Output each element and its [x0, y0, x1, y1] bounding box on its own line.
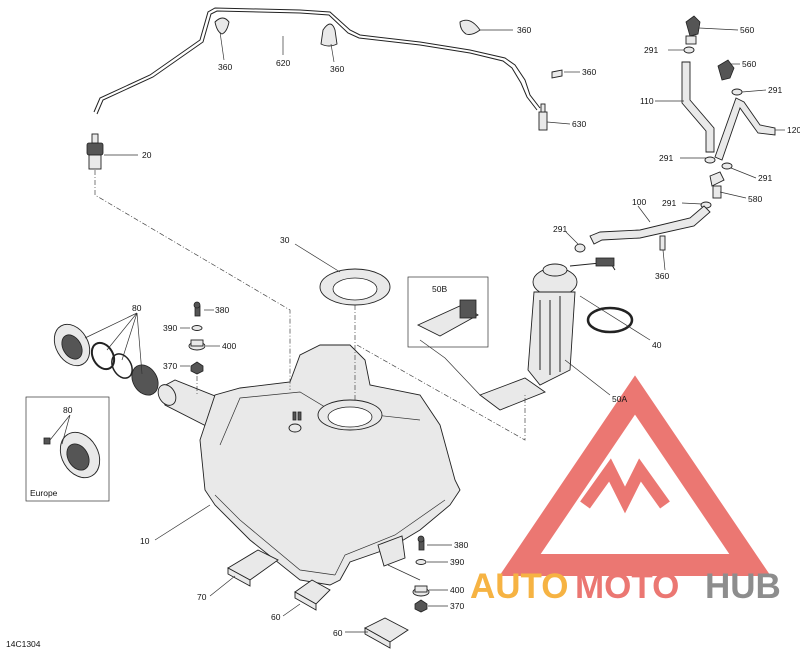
watermark-logo: AUTO MOTO HUB — [470, 375, 781, 606]
callout-400-a: 400 — [222, 341, 236, 351]
fitting-630 — [538, 103, 548, 131]
callout-80: 80 — [132, 303, 142, 313]
o-ring-40 — [586, 306, 634, 334]
fastener-stack-right — [412, 535, 430, 613]
callout-30: 30 — [280, 235, 290, 245]
pad-70 — [227, 549, 279, 587]
callout-560-b: 560 — [742, 59, 756, 69]
callout-400-b: 400 — [450, 585, 464, 595]
callout-100: 100 — [632, 197, 646, 207]
callout-360-e: 360 — [655, 271, 669, 281]
hose-100 — [589, 205, 711, 245]
clamp-360-b — [320, 23, 338, 47]
callout-120: 120 — [787, 125, 800, 135]
callout-291-a: 291 — [644, 45, 658, 55]
fuel-cap-80 — [53, 323, 159, 396]
watermark-text-auto: AUTO — [470, 567, 569, 606]
callout-80-europe: 80 — [63, 405, 73, 415]
lock-ring-30 — [319, 268, 391, 306]
assembly-lines — [94, 170, 526, 441]
tee-580 — [709, 171, 725, 199]
clamp-360-c — [459, 19, 481, 35]
callout-291-c: 291 — [659, 153, 673, 163]
callout-70: 70 — [197, 592, 207, 602]
callout-360-d: 360 — [582, 67, 596, 77]
callout-390-b: 390 — [450, 557, 464, 567]
callout-380-b: 380 — [454, 540, 468, 550]
inset-europe — [25, 396, 110, 502]
callout-60-a: 60 — [271, 612, 281, 622]
callout-20: 20 — [142, 150, 152, 160]
watermark-text-hub: HUB — [705, 567, 781, 606]
vent-tube-620 — [93, 7, 541, 115]
callout-390-a: 390 — [163, 323, 177, 333]
callout-110: 110 — [640, 96, 654, 106]
callout-40: 40 — [652, 340, 662, 350]
callout-360-b: 360 — [330, 64, 344, 74]
callout-370-a: 370 — [163, 361, 177, 371]
callout-630: 630 — [572, 119, 586, 129]
watermark-text-moto: MOTO — [575, 567, 679, 606]
hose-110 — [681, 61, 715, 153]
fastener-stack-left — [188, 301, 206, 375]
callout-291-d: 291 — [758, 173, 772, 183]
callout-560-a: 560 — [740, 25, 754, 35]
fuel-pump-50A — [479, 257, 616, 411]
callout-50B: 50B — [432, 284, 447, 294]
callout-370-b: 370 — [450, 601, 464, 611]
callout-50A: 50A — [612, 394, 627, 404]
leader-lines — [49, 27, 785, 633]
fitting-560-b — [717, 59, 735, 81]
callout-620: 620 — [276, 58, 290, 68]
callout-291-e: 291 — [662, 198, 676, 208]
fuel-tank-10 — [199, 344, 461, 586]
clamp-360-d — [551, 69, 563, 79]
callout-360-a: 360 — [218, 62, 232, 72]
clamp-360-a — [214, 17, 230, 35]
callout-60-b: 60 — [333, 628, 343, 638]
rollover-valve-20 — [86, 133, 104, 170]
pad-60-a — [294, 579, 331, 611]
callout-580: 580 — [748, 194, 762, 204]
pad-60-b — [364, 617, 409, 649]
fitting-560-a — [685, 15, 701, 45]
inset-label-europe: Europe — [30, 488, 58, 498]
callout-10: 10 — [140, 536, 150, 546]
callout-380-a: 380 — [215, 305, 229, 315]
figure-code: 14C1304 — [6, 639, 41, 649]
inset-50B — [407, 276, 489, 348]
callout-291-b: 291 — [768, 85, 782, 95]
clamp-291-group — [574, 46, 743, 253]
clamp-360-e — [659, 235, 666, 251]
hose-120 — [714, 97, 776, 161]
callout-labels: 20 620 360 360 360 360 630 560 560 291 2… — [6, 25, 800, 649]
callout-360-c: 360 — [517, 25, 531, 35]
callout-291-f: 291 — [553, 224, 567, 234]
